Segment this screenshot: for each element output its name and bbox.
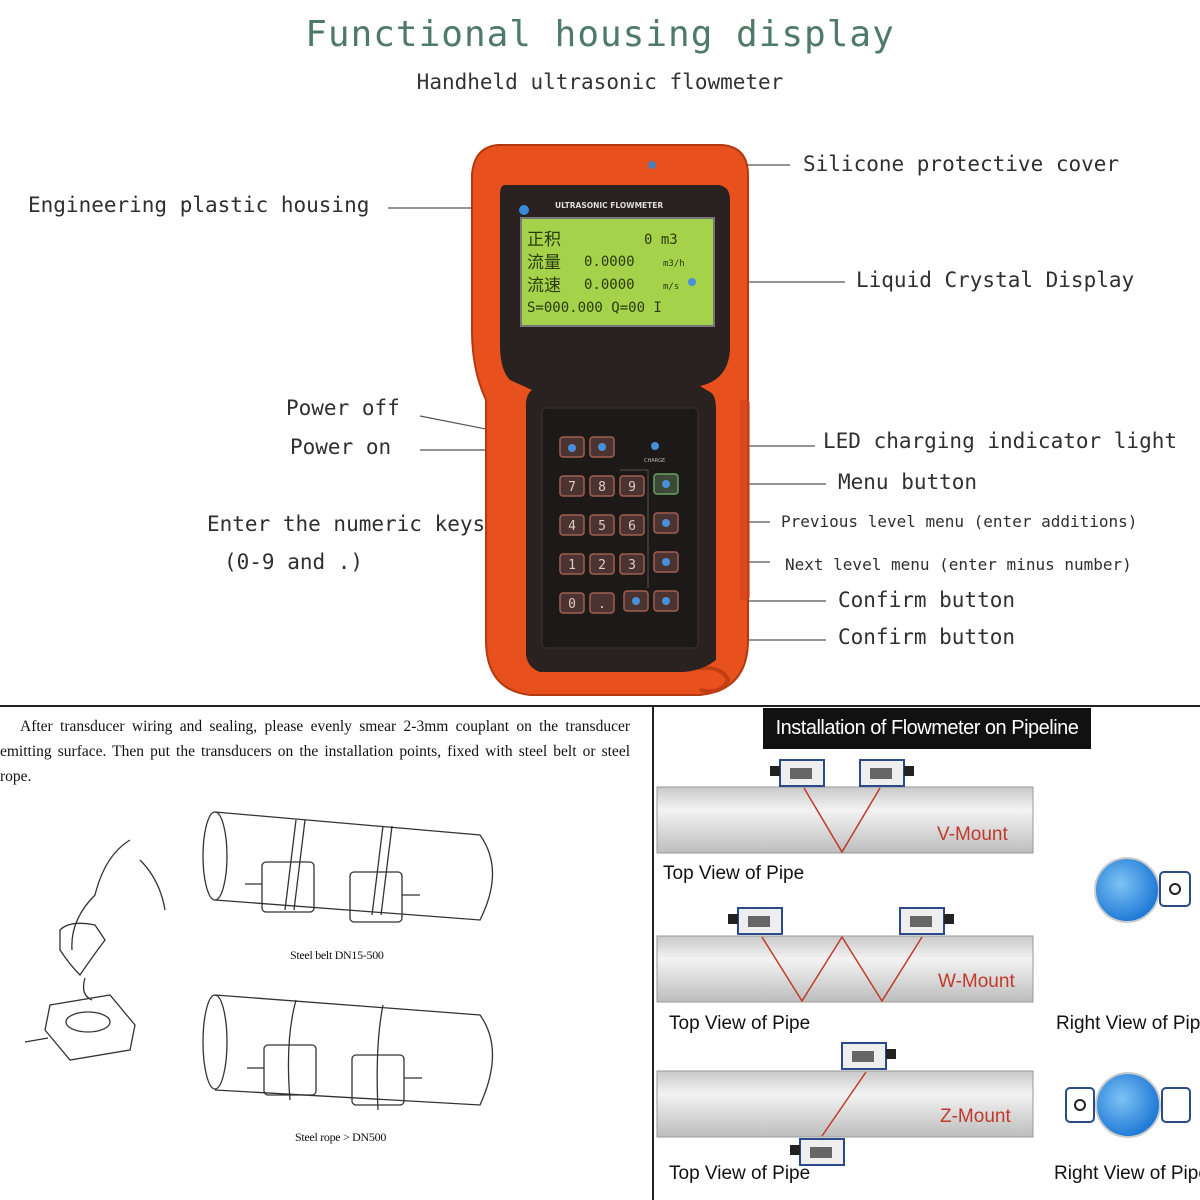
svg-text:流速: 流速 [527, 276, 561, 296]
power-keys [559, 436, 615, 458]
steel-belt-caption: Steel belt DN15-500 [290, 948, 384, 962]
callout-next-menu: Next level menu (enter minus number) [785, 555, 1132, 574]
key-label: 1 [568, 558, 576, 573]
w-mount-transducers [728, 907, 954, 935]
callout-lcd: Liquid Crystal Display [856, 268, 1135, 292]
key-label: 4 [568, 519, 576, 534]
key-3[interactable] [619, 553, 645, 575]
flowmeter-illustration: ULTRASONIC FLOWMETER 正积 0 m3 流量 0.0000 m… [388, 144, 845, 696]
w-mount-pipe [656, 935, 1034, 1003]
instruction-paragraph: After transducer wiring and sealing, ple… [0, 718, 630, 785]
key-6[interactable] [619, 514, 645, 536]
v-mount-label: V-Mount [937, 824, 1008, 845]
svg-text:0.0000: 0.0000 [584, 277, 635, 293]
right-view-label-2: Right View of Pipe [1054, 1163, 1200, 1184]
page-subtitle: Handheld ultrasonic flowmeter [416, 70, 784, 94]
lcd-text: 正积 0 m3 流量 0.0000 m3/h 流速 0.0000 m/s S=0… [527, 230, 685, 316]
key-label: 6 [628, 519, 636, 534]
callout-power-on: Power on [290, 435, 392, 459]
callout-confirm-1: Confirm button [838, 588, 1016, 612]
key-label: 9 [628, 480, 636, 495]
callout-led: LED charging indicator light [823, 429, 1178, 453]
svg-text:0 m3: 0 m3 [644, 232, 678, 248]
z-mount-label: Z-Mount [940, 1106, 1011, 1127]
transducer-sketch [44, 994, 136, 1061]
key-label: 7 [568, 480, 576, 495]
led-indicator-icon [651, 442, 659, 450]
right-view-single [1094, 857, 1191, 923]
callout-power-off: Power off [286, 396, 400, 420]
callout-silicone-cover: Silicone protective cover [803, 152, 1120, 176]
steel-rope-caption: Steel rope > DN500 [295, 1130, 387, 1144]
svg-text:正积: 正积 [527, 230, 561, 250]
top-view-label-3: Top View of Pipe [669, 1163, 811, 1184]
right-view-double [1065, 1072, 1191, 1138]
indicator-dot-icon [519, 205, 529, 215]
key-0[interactable] [559, 592, 585, 614]
z-mount-transducers [790, 1042, 896, 1166]
z-mount-path [821, 1071, 867, 1137]
v-mount-transducers [770, 759, 914, 787]
key-1[interactable] [559, 553, 585, 575]
key-5[interactable] [589, 514, 615, 536]
brand-label: ULTRASONIC FLOWMETER [555, 201, 663, 210]
key-label: 3 [628, 558, 636, 573]
svg-text:m/s: m/s [663, 282, 679, 292]
w-mount-path [761, 935, 923, 1003]
svg-text:流量: 流量 [527, 253, 561, 273]
key-4[interactable] [559, 514, 585, 536]
svg-text:CHARGE: CHARGE [644, 458, 665, 464]
lcd-screen [520, 217, 715, 327]
pipe-rope [214, 994, 494, 1106]
mounting-illustration [24, 811, 494, 1111]
top-view-label-1: Top View of Pipe [663, 863, 805, 884]
key-8[interactable] [589, 475, 615, 497]
hand-icon [71, 839, 166, 951]
section-divider-horizontal [0, 705, 1200, 707]
key-dot[interactable] [589, 592, 615, 614]
key-7[interactable] [559, 475, 585, 497]
key-2[interactable] [589, 553, 615, 575]
top-view-label-2: Top View of Pipe [669, 1013, 811, 1034]
lanyard-loop [697, 665, 731, 694]
z-mount-pipe [656, 1070, 1034, 1138]
callout-plastic-housing: Engineering plastic housing [28, 193, 370, 217]
svg-text:0.0000: 0.0000 [584, 254, 635, 270]
key-label: 2 [598, 558, 606, 573]
page-title: Functional housing display [305, 14, 895, 55]
key-label: 8 [598, 480, 606, 495]
key-9[interactable] [619, 475, 645, 497]
key-label: 5 [598, 519, 606, 534]
key-label: . [598, 597, 606, 612]
callout-menu: Menu button [838, 470, 978, 494]
svg-text:m3/h: m3/h [663, 259, 685, 269]
function-keys [623, 473, 679, 612]
callout-numeric-keys: Enter the numeric keys [207, 512, 486, 536]
callout-confirm-2: Confirm button [838, 625, 1016, 649]
numeric-keypad: 7 8 9 4 5 6 1 2 3 0. [559, 475, 645, 614]
callout-previous-menu: Previous level menu (enter additions) [781, 512, 1138, 531]
v-mount-pipe [656, 786, 1034, 854]
pipe-belt [214, 811, 494, 921]
w-mount-label: W-Mount [938, 971, 1015, 992]
installation-title: Installation of Flowmeter on Pipeline [763, 708, 1091, 749]
installation-diagram [656, 759, 1191, 1166]
v-mount-path [803, 787, 881, 854]
key-label: 0 [568, 597, 576, 612]
svg-text:S=000.000 Q=00 I: S=000.000 Q=00 I [527, 300, 662, 316]
callout-numeric-keys-range: (0-9 and .) [224, 550, 364, 574]
right-view-label-1: Right View of Pipe [1056, 1013, 1200, 1034]
section-divider-vertical [652, 706, 654, 1200]
